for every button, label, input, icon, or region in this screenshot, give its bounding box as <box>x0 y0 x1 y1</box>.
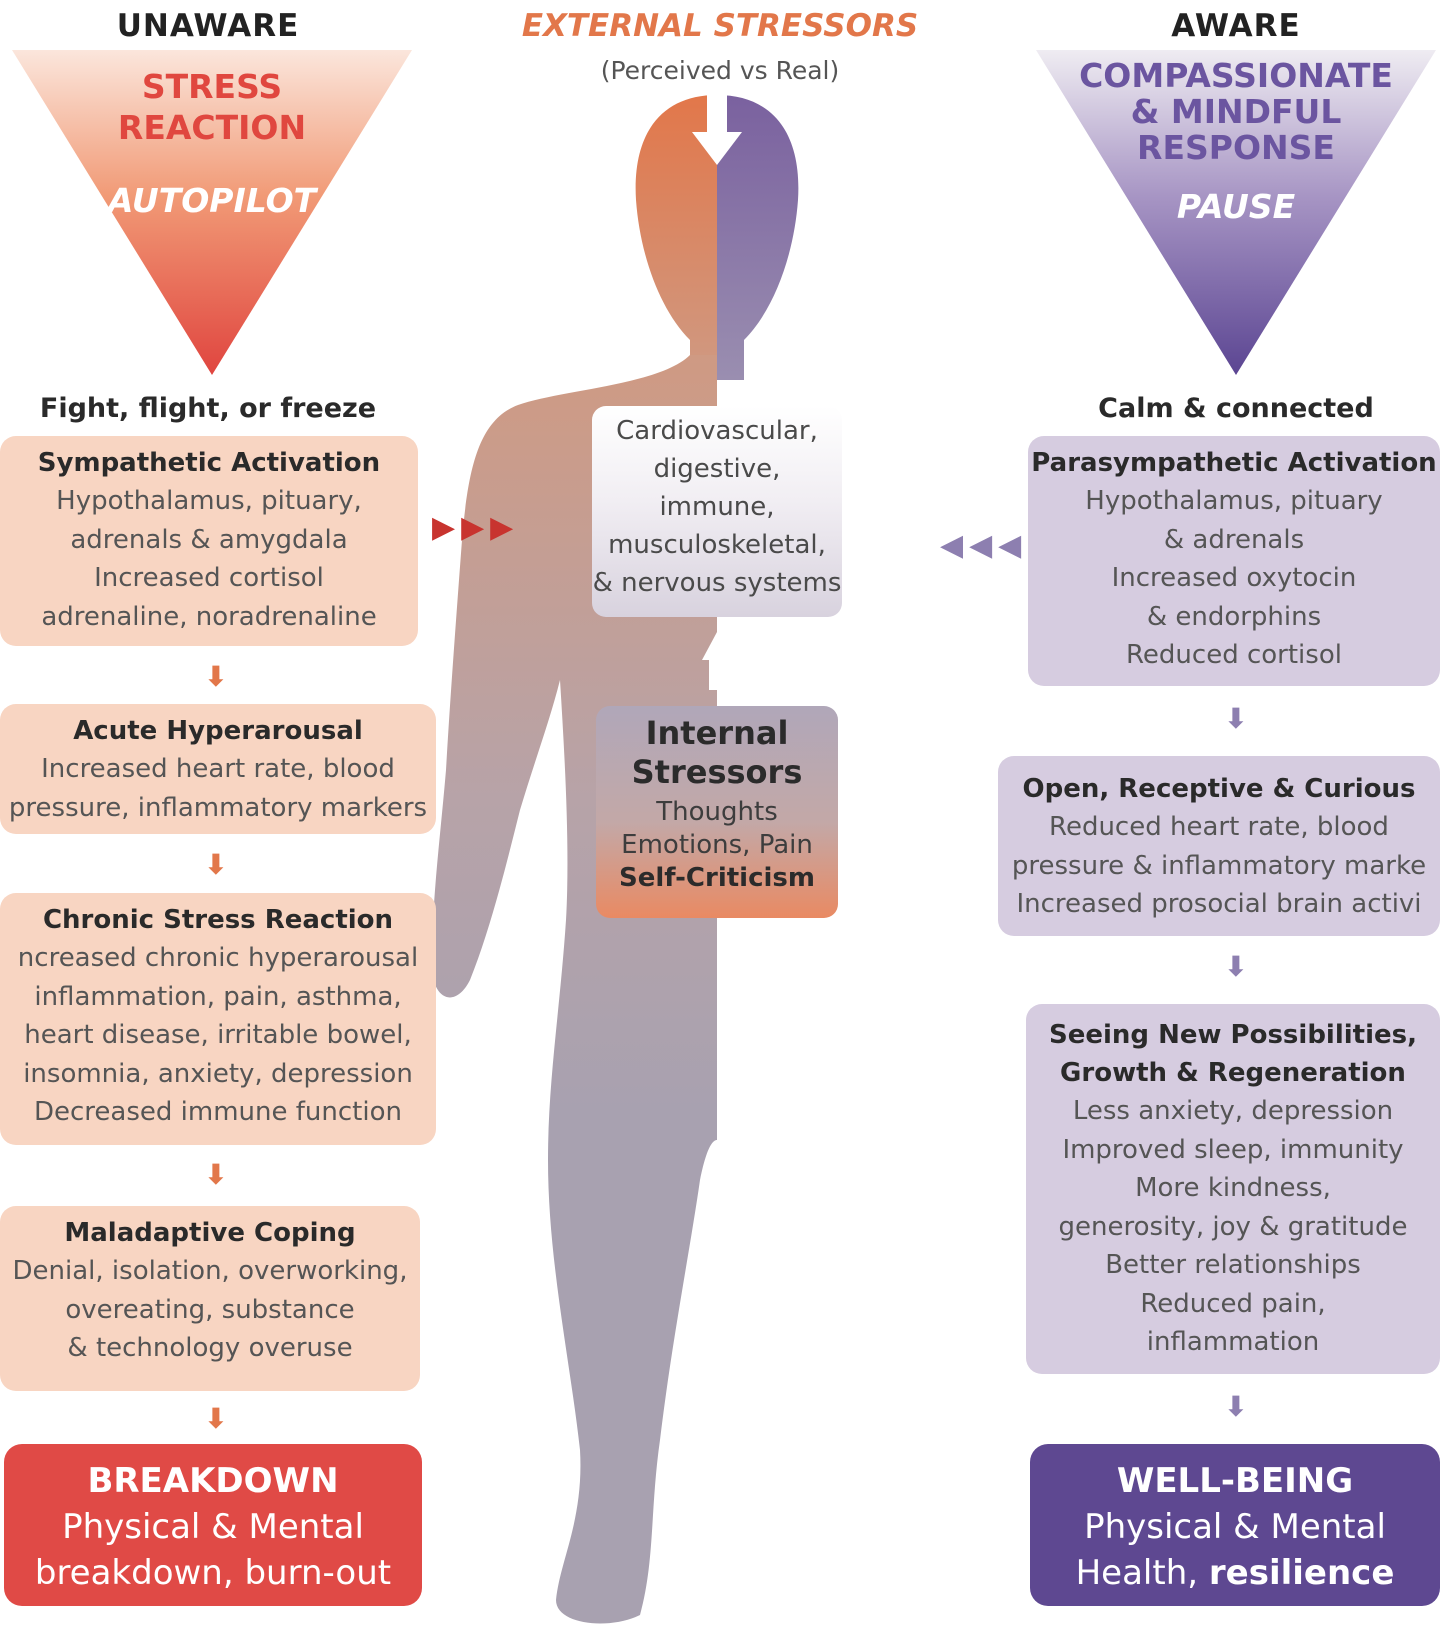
box-line: generosity, joy & gratitude <box>1026 1208 1440 1247</box>
mindful-text: & MINDFUL <box>1036 94 1436 130</box>
breakdown-box: BREAKDOWN Physical & Mental breakdown, b… <box>4 1444 422 1606</box>
down-arrow-icon: ⬇ <box>1216 1390 1256 1423</box>
box-line: Increased cortisol <box>0 559 418 598</box>
systems-line: Cardiovascular, <box>592 412 842 450</box>
box-title: Sympathetic Activation <box>0 444 418 482</box>
external-stressors-title: EXTERNAL STRESSORS <box>520 8 920 44</box>
box-line: heart disease, irritable bowel, <box>0 1016 436 1055</box>
box-line: adrenaline, noradrenaline <box>0 598 418 637</box>
acute-hyperarousal-box: Acute Hyperarousal Increased heart rate,… <box>0 704 436 834</box>
internal-title: Stressors <box>596 753 838 792</box>
fight-flight-heading: Fight, flight, or freeze <box>8 393 408 424</box>
systems-line: immune, <box>592 488 842 526</box>
box-line: Hypothalamus, pituary, <box>0 482 418 521</box>
open-receptive-box: Open, Receptive & Curious Reduced heart … <box>998 756 1440 936</box>
down-arrow-icon: ⬇ <box>1216 950 1256 983</box>
box-line: inflammation <box>1026 1323 1440 1362</box>
self-criticism-text: Self-Criticism <box>596 862 838 895</box>
box-line: pressure & inflammatory marke <box>998 847 1440 886</box>
box-line: Less anxiety, depression <box>1026 1092 1440 1131</box>
mindful-response-triangle: COMPASSIONATE & MINDFUL RESPONSE PAUSE <box>1036 50 1436 375</box>
well-being-line: Health, resilience <box>1030 1550 1440 1596</box>
aware-heading: AWARE <box>1136 8 1336 44</box>
well-being-line: Physical & Mental <box>1030 1504 1440 1550</box>
down-arrow-icon: ⬇ <box>196 660 236 693</box>
down-arrow-icon: ⬇ <box>196 1402 236 1435</box>
autopilot-text: AUTOPILOT <box>12 180 412 221</box>
box-title: Seeing New Possibilities, <box>1026 1016 1440 1054</box>
unaware-heading: UNAWARE <box>108 8 308 44</box>
internal-line: Thoughts <box>596 796 838 829</box>
systems-line: & nervous systems <box>592 564 842 602</box>
down-arrow-icon: ⬇ <box>196 1158 236 1191</box>
box-line: Denial, isolation, overworking, <box>0 1252 420 1291</box>
box-line: Reduced pain, <box>1026 1285 1440 1324</box>
box-line: Increased prosocial brain activi <box>998 885 1440 924</box>
down-arrow-icon: ⬇ <box>1216 702 1256 735</box>
box-line: Better relationships <box>1026 1246 1440 1285</box>
box-line: & adrenals <box>1028 521 1440 560</box>
box-title: Open, Receptive & Curious <box>998 770 1440 808</box>
health-text: Health, <box>1076 1553 1209 1593</box>
body-systems-box: Cardiovascular, digestive, immune, muscu… <box>592 406 842 617</box>
breakdown-title: BREAKDOWN <box>4 1458 422 1504</box>
compassionate-text: COMPASSIONATE <box>1036 58 1436 94</box>
box-title: Maladaptive Coping <box>0 1214 420 1252</box>
box-line: Improved sleep, immunity <box>1026 1131 1440 1170</box>
external-stressors-subtitle: (Perceived vs Real) <box>520 56 920 85</box>
stress-reaction-triangle: STRESS REACTION AUTOPILOT <box>12 50 412 375</box>
box-line: & technology overuse <box>0 1329 420 1368</box>
new-possibilities-box: Seeing New Possibilities, Growth & Regen… <box>1026 1004 1440 1374</box>
box-title: Chronic Stress Reaction <box>0 901 436 939</box>
box-line: More kindness, <box>1026 1169 1440 1208</box>
reaction-text: REACTION <box>12 107 412 148</box>
box-line: Increased oxytocin <box>1028 559 1440 598</box>
internal-stressors-box: Internal Stressors Thoughts Emotions, Pa… <box>596 706 838 918</box>
sympathetic-activation-box: Sympathetic Activation Hypothalamus, pit… <box>0 436 418 646</box>
calm-connected-heading: Calm & connected <box>1036 393 1436 424</box>
breakdown-line: Physical & Mental <box>4 1504 422 1550</box>
box-line: inflammation, pain, asthma, <box>0 978 436 1017</box>
box-line: Reduced cortisol <box>1028 636 1440 675</box>
box-line: pressure, inflammatory markers <box>0 789 436 828</box>
box-line: & endorphins <box>1028 598 1440 637</box>
pause-text: PAUSE <box>1036 186 1436 227</box>
well-being-box: WELL-BEING Physical & Mental Health, res… <box>1030 1444 1440 1606</box>
box-line: Reduced heart rate, blood <box>998 808 1440 847</box>
systems-line: musculoskeletal, <box>592 526 842 564</box>
box-line: overeating, substance <box>0 1291 420 1330</box>
box-line: Increased heart rate, blood <box>0 750 436 789</box>
well-being-title: WELL-BEING <box>1030 1458 1440 1504</box>
box-title: Growth & Regeneration <box>1026 1054 1440 1092</box>
systems-line: digestive, <box>592 450 842 488</box>
box-line: Decreased immune function <box>0 1093 436 1132</box>
triple-left-triangle-icon: ◀◀◀ <box>940 528 1027 563</box>
maladaptive-coping-box: Maladaptive Coping Denial, isolation, ov… <box>0 1206 420 1391</box>
parasympathetic-activation-box: Parasympathetic Activation Hypothalamus,… <box>1028 436 1440 686</box>
stress-text: STRESS <box>12 66 412 107</box>
breakdown-line: breakdown, burn-out <box>4 1550 422 1596</box>
box-line: ncreased chronic hyperarousal <box>0 939 436 978</box>
box-line: Hypothalamus, pituary <box>1028 482 1440 521</box>
resilience-text: resilience <box>1209 1553 1395 1593</box>
chronic-stress-box: Chronic Stress Reaction ncreased chronic… <box>0 893 436 1145</box>
internal-title: Internal <box>596 714 838 753</box>
down-arrow-icon: ⬇ <box>196 848 236 881</box>
box-title: Parasympathetic Activation <box>1028 444 1440 482</box>
response-text: RESPONSE <box>1036 130 1436 166</box>
box-line: insomnia, anxiety, depression <box>0 1055 436 1094</box>
box-line: adrenals & amygdala <box>0 521 418 560</box>
internal-line: Emotions, Pain <box>596 829 838 862</box>
box-title: Acute Hyperarousal <box>0 712 436 750</box>
triple-right-triangle-icon: ▶▶▶ <box>432 510 519 545</box>
